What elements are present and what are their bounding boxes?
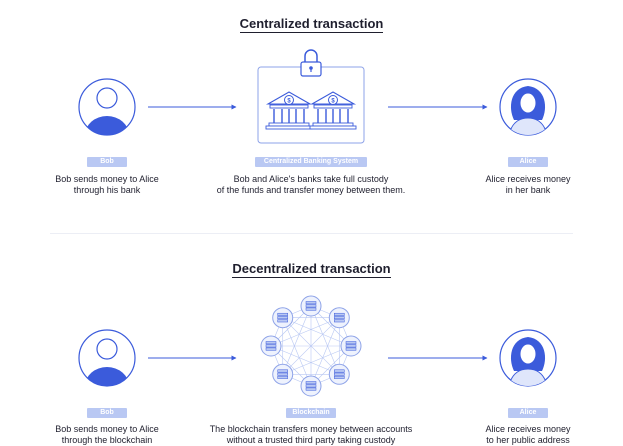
section-divider xyxy=(50,233,573,234)
banking-description: Bob and Alice's banks take full custody … xyxy=(216,174,406,195)
bob-avatar-icon xyxy=(78,329,136,387)
blockchain-tag: Blockchain xyxy=(286,408,336,418)
bank-building-icon: $ xyxy=(265,91,313,130)
blockchain-node-icon xyxy=(340,335,362,357)
svg-text:$: $ xyxy=(287,98,291,104)
centralized-banking-tag: Centralized Banking System xyxy=(255,157,367,167)
blockchain-node-icon xyxy=(328,307,350,329)
blockchain-node-icon xyxy=(260,335,282,357)
blockchain-node-icon xyxy=(300,295,322,317)
bank-system-icon: $ $ xyxy=(257,49,365,144)
alice-avatar-icon xyxy=(499,329,557,387)
bank-building-icon: $ xyxy=(309,91,357,130)
lock-icon xyxy=(300,49,322,77)
alice-description: Alice receives money to her public addre… xyxy=(485,424,571,445)
bob-tag: Bob xyxy=(87,157,127,167)
blockchain-node-icon xyxy=(328,363,350,385)
alice-avatar-icon xyxy=(499,78,557,136)
blockchain-network-icon xyxy=(260,295,362,397)
bob-avatar-icon xyxy=(78,78,136,136)
bob-description: Bob sends money to Alice through the blo… xyxy=(55,424,159,445)
svg-text:$: $ xyxy=(331,98,335,104)
alice-description: Alice receives money in her bank xyxy=(485,174,571,195)
blockchain-node-icon xyxy=(300,375,322,397)
alice-tag: Alice xyxy=(508,408,548,418)
blockchain-node-icon xyxy=(272,363,294,385)
decentralized-title: Decentralized transaction xyxy=(232,261,391,278)
blockchain-node-icon xyxy=(272,307,294,329)
alice-tag: Alice xyxy=(508,157,548,167)
centralized-title: Centralized transaction xyxy=(239,16,384,33)
blockchain-description: The blockchain transfers money between a… xyxy=(209,424,413,445)
bob-description: Bob sends money to Alice through his ban… xyxy=(55,174,159,195)
bob-tag: Bob xyxy=(87,408,127,418)
